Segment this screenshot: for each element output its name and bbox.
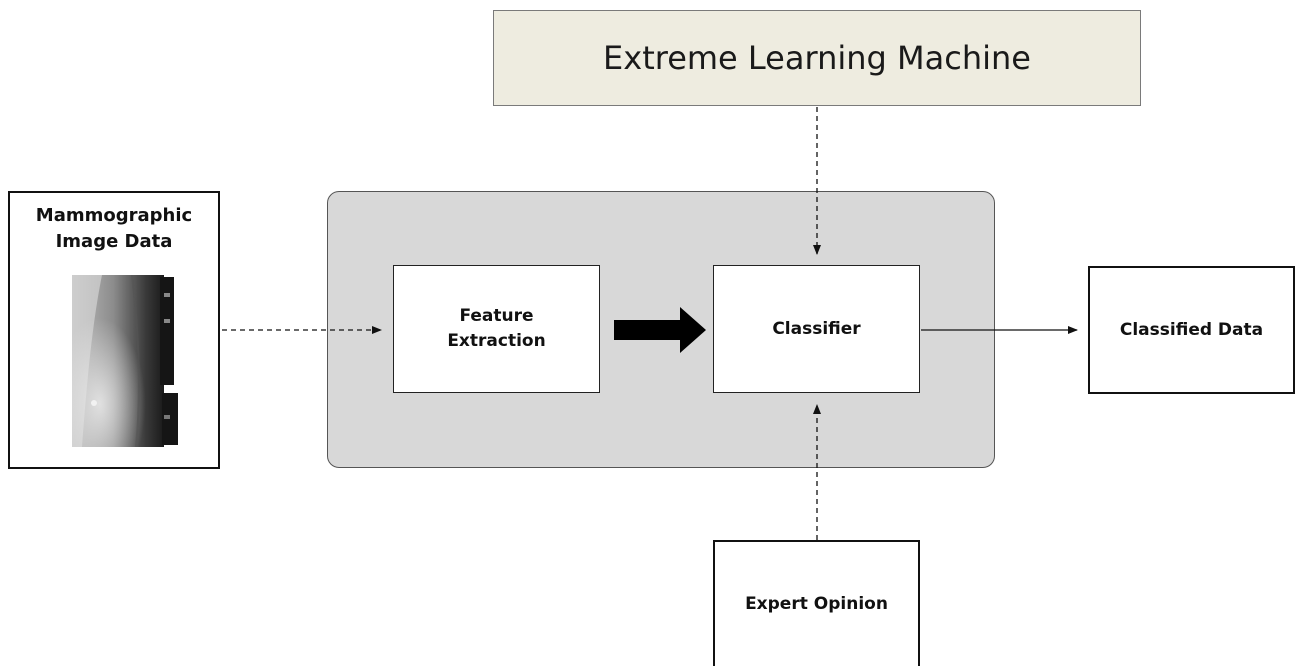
expert-opinion-node: Expert Opinion <box>713 540 920 666</box>
elm-node: Extreme Learning Machine <box>493 10 1141 106</box>
feature-extraction-node: Feature Extraction <box>393 265 600 393</box>
mammogram-image <box>72 275 178 447</box>
feature-extraction-line2: Extraction <box>447 331 546 351</box>
elm-label: Extreme Learning Machine <box>603 39 1031 77</box>
mammographic-image-node: Mammographic Image Data <box>8 191 220 469</box>
mammographic-image-label: Mammographic Image Data <box>10 203 218 255</box>
classifier-node: Classifier <box>713 265 920 393</box>
arrow-feature-to-classifier <box>614 307 706 353</box>
mammographic-label-line1: Mammographic <box>35 205 193 226</box>
expert-opinion-label: Expert Opinion <box>745 593 888 614</box>
classifier-label: Classifier <box>772 318 861 339</box>
mammographic-label-line2: Image Data <box>55 231 173 253</box>
feature-extraction-line1: Feature <box>459 306 534 327</box>
classified-data-node: Classified Data <box>1088 266 1295 394</box>
classified-data-label: Classified Data <box>1119 319 1264 340</box>
